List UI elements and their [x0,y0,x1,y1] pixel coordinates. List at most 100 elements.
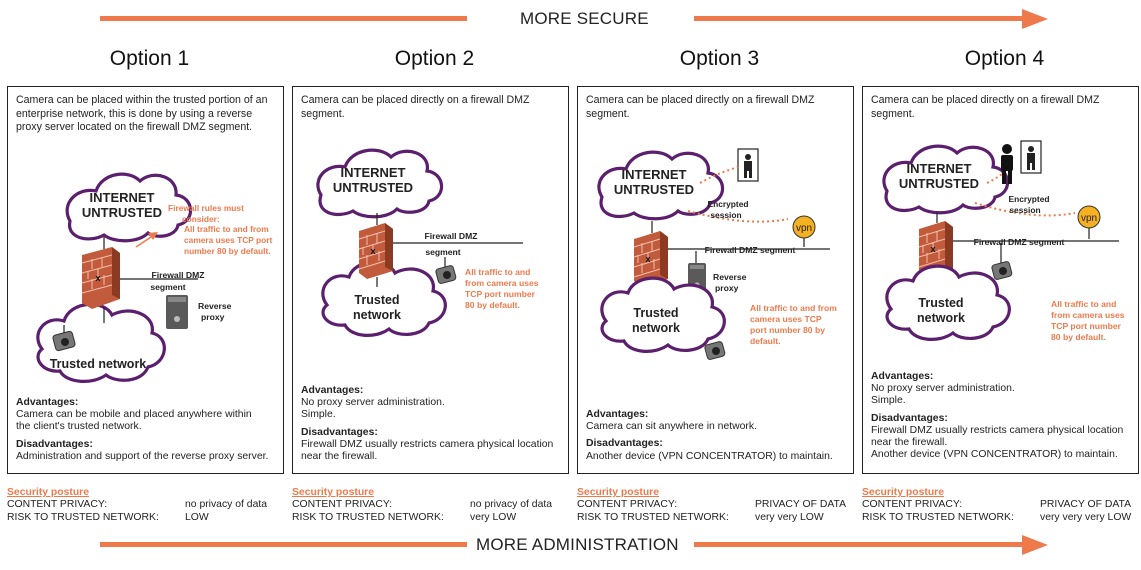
firewall-icon: x [81,247,120,309]
camera-icon [704,341,726,360]
option-3-security-posture: Security posture CONTENT PRIVACY:PRIVACY… [577,487,862,524]
arrow-line-left [100,16,467,21]
disadvantage-line: Firewall DMZ usually restricts camera ph… [871,424,1124,436]
content-privacy-value: no privacy of data [470,499,553,511]
network-label: network [632,321,680,335]
option-3-diagram: INTERNET UNTRUSTED Encrypted session vpn… [597,148,837,360]
advantage-line: Simple. [871,395,906,407]
trusted-cloud: Trusted network [600,276,726,353]
advantage-line: No proxy server administration. [871,383,1015,395]
note-line-1: All traffic to and [1051,299,1116,309]
firewall-icon: x [918,221,953,277]
note-line-3: number 80 by default. [184,246,271,256]
svg-text:x: x [370,246,375,256]
proxy-server-icon [166,295,188,329]
note-line-2: camera uses TCP [750,314,822,324]
person-icon [1001,144,1013,184]
option-2-advantages: Advantages: No proxy server administrati… [301,385,569,463]
camera-icon [435,265,457,284]
trusted-label: Trusted [354,293,399,307]
option-1-panel: INTERNET UNTRUSTED Trusted network x Fir… [7,86,284,474]
content-privacy-value: PRIVACY OF DATA [755,499,847,511]
disadvantage-line: near the firewall. [301,451,378,463]
disadvantages-heading: Disadvantages: [16,438,93,450]
firewall-dmz-label: Firewall DMZ [151,270,204,280]
option-1-title: Option 1 [109,47,190,70]
disadvantage-line: Administration and support of the revers… [16,450,269,462]
network-label: network [917,311,965,325]
more-administration-label: MORE ADMINISTRATION [476,535,679,554]
arrow-line-right [694,16,1024,21]
risk-value: very very LOW [755,511,824,523]
more-administration-arrow: MORE ADMINISTRATION [0,530,1141,560]
disadvantages-heading: Disadvantages: [871,412,948,424]
encrypted-label: Encrypted [1009,194,1050,204]
disadvantage-line: Another device (VPN CONCENTRATOR) to mai… [586,450,833,462]
untrusted-label: UNTRUSTED [614,182,694,197]
risk-label: RISK TO TRUSTED NETWORK: [7,511,159,523]
trusted-label: Trusted [918,296,963,310]
note-line-3: TCP port number [1051,321,1122,331]
reverse-label: Reverse [713,272,747,282]
advantage-line: Simple. [301,409,336,421]
option-3-description: Camera can be placed directly on a firew… [586,94,815,120]
session-label: session [1009,205,1040,215]
disadvantages-heading: Disadvantages: [586,438,663,450]
svg-text:x: x [645,254,650,264]
internet-cloud: INTERNET UNTRUSTED [65,172,193,243]
note-line-2: camera uses TCP port [184,235,272,245]
internet-cloud: INTERNET UNTRUSTED [597,150,725,221]
trusted-cloud: Trusted network [36,302,166,383]
proxy-label: proxy [715,283,739,293]
advantage-line: Camera can be mobile and placed anywhere… [16,409,252,421]
note-line-1: All traffic to and [465,267,530,277]
advantages-heading: Advantages: [301,385,364,396]
option-2-security-posture: Security posture CONTENT PRIVACY:no priv… [292,487,577,524]
risk-value: very LOW [470,511,517,523]
option-1-security-posture: Security posture CONTENT PRIVACY: no priv… [7,487,292,524]
option-3-advantages: Advantages: Camera can sit anywhere in n… [586,409,854,463]
internet-label: INTERNET [341,165,406,180]
more-secure-label: MORE SECURE [520,9,649,28]
content-privacy-label: CONTENT PRIVACY: [577,499,678,511]
advantages-heading: Advantages: [871,371,934,382]
option-1-advantages: Advantages: Camera can be mobile and pla… [16,397,284,463]
risk-value: very very very LOW [1040,511,1132,523]
option-4-advantages: Advantages: No proxy server administrati… [871,371,1139,461]
advantage-line: the client's trusted network. [16,421,142,433]
note-line-3: port number 80 by [750,325,825,335]
risk-label: RISK TO TRUSTED NETWORK: [862,511,1014,523]
internet-label: INTERNET [622,167,687,182]
svg-text:x: x [930,244,935,254]
option-1-description: Camera can be placed within the trusted … [16,94,268,133]
svg-text:x: x [95,273,100,283]
network-label: network [353,308,401,322]
content-privacy-value: PRIVACY OF DATA [1040,499,1132,511]
content-privacy-label: CONTENT PRIVACY: [862,499,963,511]
arrow-head-right [1022,9,1048,29]
advantage-line: No proxy server administration. [301,397,445,409]
vpn-icon: vpn [792,215,816,239]
internet-label: INTERNET [907,161,972,176]
firewall-dmz-label: Firewall DMZ segment [705,245,796,255]
advantage-line: Camera can sit anywhere in network. [586,421,757,433]
content-privacy-value: no privacy of data [185,499,268,511]
content-privacy-label: CONTENT PRIVACY: [7,499,108,511]
note-line-2: from camera uses [1051,310,1125,320]
trusted-label: Trusted [633,306,678,320]
note-line-4: 80 by default. [465,300,520,310]
untrusted-label: UNTRUSTED [82,205,162,220]
security-posture-heading: Security posture [7,487,89,498]
firewall-icon: x [633,231,668,287]
arrow-line-left [100,542,467,547]
vpn-icon: vpn [1077,205,1101,229]
more-secure-arrow: MORE SECURE [0,4,1141,34]
internet-cloud: INTERNET UNTRUSTED [882,144,1010,215]
option-4-description: Camera can be placed directly on a firew… [871,94,1100,120]
security-posture-heading: Security posture [292,487,374,498]
disadvantage-line: near the firewall. [871,437,948,449]
user-icon [737,148,759,182]
camera-icon [52,330,76,352]
option-1-diagram: INTERNET UNTRUSTED Trusted network x Fir… [36,172,272,383]
option-3-panel: INTERNET UNTRUSTED Encrypted session vpn… [577,86,854,474]
